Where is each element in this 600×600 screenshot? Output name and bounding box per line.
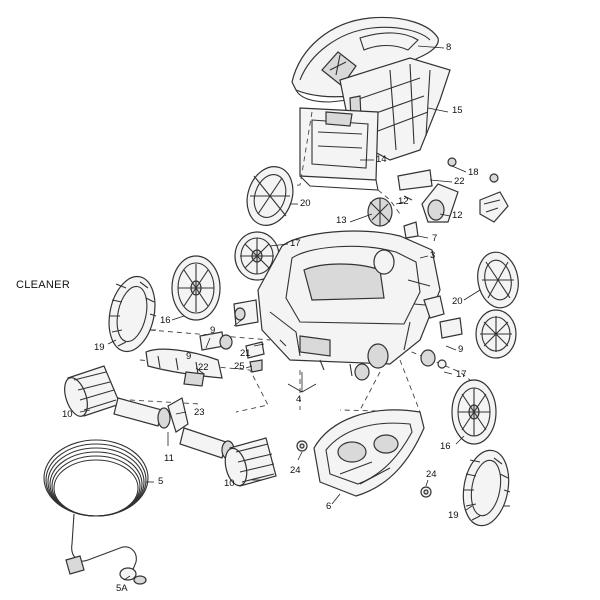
callout-22-upper: 22 xyxy=(454,176,465,187)
clip xyxy=(249,359,263,373)
brush-roller-lower xyxy=(224,437,277,487)
diagram-title: CLEANER xyxy=(16,279,71,291)
callout-14: 14 xyxy=(376,154,387,165)
callout-13: 13 xyxy=(336,215,347,226)
callout-10-lower: 10 xyxy=(224,478,235,489)
callout-17-lower: 17 xyxy=(456,369,467,380)
callout-12-a: 12 xyxy=(398,196,409,207)
callout-23: 23 xyxy=(194,407,205,418)
callout-9-b: 9 xyxy=(186,351,192,362)
motor-parts xyxy=(397,157,509,239)
base-plate xyxy=(313,409,425,497)
callout-5A: 5A xyxy=(116,583,128,594)
impeller xyxy=(367,197,393,227)
cable-coil xyxy=(43,439,149,585)
callout-7: 7 xyxy=(432,233,438,244)
callout-8: 8 xyxy=(446,42,452,53)
callout-18: 18 xyxy=(468,167,479,178)
callout-24-b: 24 xyxy=(426,469,437,480)
track-ring-right xyxy=(477,251,519,309)
brush-roller-left xyxy=(64,365,121,417)
bumper xyxy=(145,348,223,387)
filter-frame xyxy=(299,107,379,191)
callout-4: 4 xyxy=(296,394,302,405)
tire-right xyxy=(462,449,511,527)
callout-21: 21 xyxy=(240,348,251,359)
axle-parts-right xyxy=(420,309,517,369)
callout-6: 6 xyxy=(326,501,332,512)
callout-24-a: 24 xyxy=(290,465,301,476)
callout-11: 11 xyxy=(164,453,174,464)
callout-25: 25 xyxy=(234,361,245,372)
washers xyxy=(296,440,432,498)
wheel-rim-left xyxy=(171,255,221,321)
callout-22-lower: 22 xyxy=(198,362,209,373)
callout-20-lower: 20 xyxy=(452,296,463,307)
callout-19-upper: 19 xyxy=(94,342,105,353)
callout-12-b: 12 xyxy=(452,210,463,221)
callout-17-upper: 17 xyxy=(290,238,301,249)
leader-lines xyxy=(79,45,481,581)
wheel-rim-upper xyxy=(234,231,280,281)
main-body xyxy=(257,230,445,381)
callout-10-left: 10 xyxy=(62,409,73,420)
callout-3: 3 xyxy=(430,250,436,261)
callout-16-lower: 16 xyxy=(440,441,451,452)
callout-5: 5 xyxy=(158,476,164,487)
track-ring-left xyxy=(246,166,294,226)
callout-15: 15 xyxy=(452,105,463,116)
wheel-rim-right xyxy=(451,379,497,445)
callout-20-upper: 20 xyxy=(300,198,311,209)
tire-left xyxy=(108,275,157,353)
callout-9-c: 9 xyxy=(458,344,464,355)
axle-parts-left xyxy=(199,299,265,359)
callout-9-a: 9 xyxy=(210,325,216,336)
callout-19-lower: 19 xyxy=(448,510,459,521)
roller-tube xyxy=(113,397,235,460)
callout-16-upper: 16 xyxy=(160,315,171,326)
